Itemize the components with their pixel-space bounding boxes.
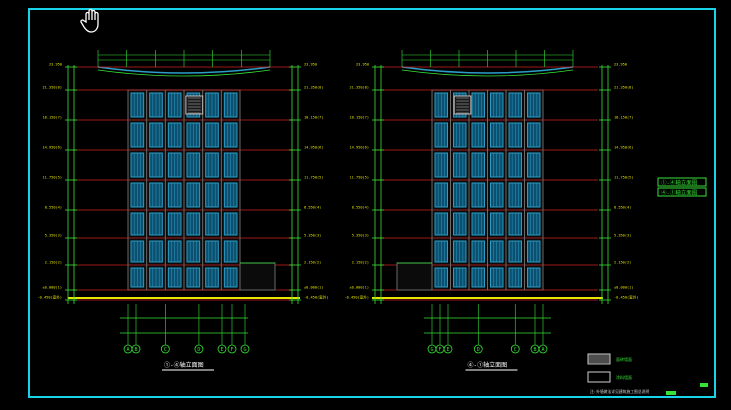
right-level-label: ±0.000(1) [350, 286, 369, 290]
right-roof-edge [401, 69, 574, 77]
left-level-label: 21.350(8) [43, 86, 62, 90]
right-level-label: 8.550(4) [614, 206, 631, 210]
left-level-label: 14.950(6) [43, 146, 62, 150]
legend-callout-box [657, 187, 707, 197]
left-level-label: 5.350(3) [304, 234, 321, 238]
right-grid-label: B [533, 347, 536, 353]
left-level-label: 23.950 [304, 63, 317, 67]
right-elevation-title: ④-①轴立面图 [468, 361, 508, 369]
right-level-label: 23.950 [356, 63, 369, 67]
right-level-label: 11.750(5) [350, 176, 369, 180]
left-grid-label: C [164, 347, 167, 353]
status-marker [700, 383, 708, 387]
status-marker [666, 391, 676, 395]
left-level-label: 5.350(3) [45, 234, 62, 238]
right-level-label: 11.750(5) [614, 176, 633, 180]
right-grid-label: D [477, 347, 480, 353]
legend-callout-box [657, 177, 707, 187]
left-stair-core [185, 95, 204, 115]
right-grid-label: C [514, 347, 517, 353]
legend-callout-label: ④-①轴立面图 [661, 189, 698, 197]
right-grid-label: F [438, 347, 441, 353]
right-level-label: 14.950(6) [350, 146, 369, 150]
material-swatch-paint [587, 371, 611, 383]
left-level-label: 11.750(5) [304, 176, 323, 180]
right-grid-label: G [430, 347, 433, 353]
left-grid-bubble [131, 344, 141, 354]
drawing-frame [28, 8, 716, 398]
material-legend-label: 面砖墙面 [616, 356, 632, 362]
right-stair-core [453, 95, 472, 115]
left-roof-curve [97, 66, 271, 74]
hand-pan-icon [80, 8, 99, 33]
left-roof-edge [97, 69, 271, 77]
right-level-label: 21.350(8) [614, 86, 633, 90]
right-grid-bubble [510, 344, 520, 354]
right-level-label: 2.150(2) [614, 261, 631, 265]
material-swatch-tile [587, 353, 611, 365]
left-level-label: 2.150(2) [304, 261, 321, 265]
right-grid-bubble [473, 344, 483, 354]
right-level-label: 23.950 [614, 63, 627, 67]
left-level-label: 23.950 [49, 63, 62, 67]
right-grid-bubble [538, 344, 548, 354]
right-level-label: -0.450(室外) [614, 295, 639, 300]
right-level-label: 5.350(3) [614, 234, 631, 238]
left-level-label: 11.750(5) [43, 176, 62, 180]
left-grid-bubble [227, 344, 237, 354]
right-level-label: -0.450(室外) [345, 295, 370, 300]
left-grid-bubble [217, 344, 227, 354]
right-level-label: 18.150(7) [614, 116, 633, 120]
right-grid-label: E [446, 347, 449, 353]
right-level-label: 5.350(3) [352, 234, 369, 238]
left-grid-label: D [197, 347, 200, 353]
left-grid-label: A [126, 347, 129, 353]
left-level-label: 18.150(7) [43, 116, 62, 120]
left-annex [239, 262, 276, 291]
status-strip [0, 402, 731, 410]
left-level-label: 14.950(6) [304, 146, 323, 150]
legend-callout-label: ①-④轴立面图 [661, 179, 698, 187]
left-grid-bubble [160, 344, 170, 354]
left-elevation-group: 23.950 21.350(8) 18.150(7) 14.950(6) 11.750(… [38, 50, 329, 371]
left-grid-label: E [220, 347, 223, 353]
right-grid-label: A [541, 347, 544, 353]
left-level-label: 2.150(2) [45, 261, 62, 265]
right-level-label: 8.550(4) [352, 206, 369, 210]
left-elevation-title: ①-④轴立面图 [164, 361, 204, 369]
left-level-label: -0.450(室外) [304, 295, 329, 300]
left-level-label: 21.350(8) [304, 86, 323, 90]
left-level-label: ±0.000(1) [304, 286, 323, 290]
right-level-label: 18.150(7) [350, 116, 369, 120]
right-elevation-group: 23.950 21.350(8) 18.150(7) 14.950(6) 11.750(… [345, 50, 639, 371]
right-level-label: 2.150(2) [352, 261, 369, 265]
left-grid-label: F [230, 347, 233, 353]
left-level-label: 18.150(7) [304, 116, 323, 120]
left-level-label: ±0.000(1) [43, 286, 62, 290]
right-roof-curve [401, 66, 574, 74]
left-grid-label: G [243, 347, 246, 353]
right-level-label: 14.950(6) [614, 146, 633, 150]
material-legend-label: 涂料墙面 [616, 374, 632, 380]
left-grid-bubble [240, 344, 250, 354]
drawing-note: 注:外墙做法详见建筑施工图总说明 [590, 389, 649, 394]
right-level-label: 21.350(8) [350, 86, 369, 90]
left-level-label: 8.550(4) [304, 206, 321, 210]
right-grid-bubble [443, 344, 453, 354]
left-grid-label: B [134, 347, 137, 353]
left-level-label: 8.550(4) [45, 206, 62, 210]
right-annex [396, 262, 433, 291]
left-level-label: -0.450(室外) [38, 295, 63, 300]
left-grid-bubble [194, 344, 204, 354]
right-level-label: ±0.000(1) [614, 286, 633, 290]
